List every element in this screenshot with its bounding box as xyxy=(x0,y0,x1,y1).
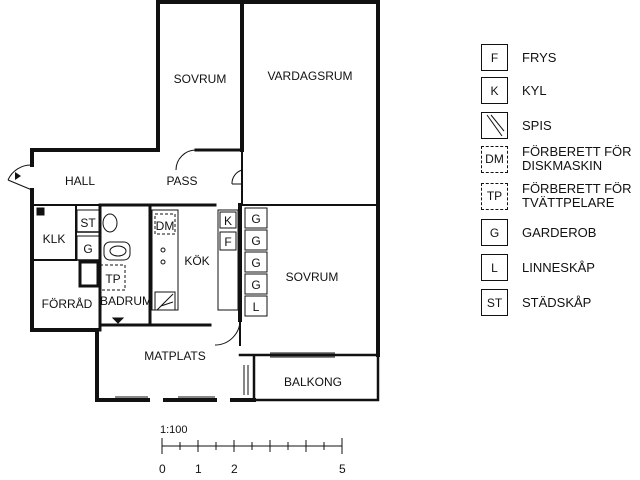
legend-code-g: G xyxy=(481,219,508,246)
fixtures xyxy=(36,207,268,324)
fixture-g-3: G xyxy=(251,256,260,270)
fixture-g-2: G xyxy=(251,234,260,248)
room-vardagsrum: VARDAGSRUM xyxy=(267,69,352,83)
legend-item-frys: F FRYS xyxy=(481,44,556,71)
legend-item-linneskap: L LINNESKÅP xyxy=(481,254,595,281)
room-sovrum-upper: SOVRUM xyxy=(174,72,227,86)
legend-text-garderob: GARDEROB xyxy=(522,224,597,240)
fixture-g-bath: G xyxy=(83,242,92,256)
legend-item-spis: SPIS xyxy=(481,112,552,139)
room-hall: HALL xyxy=(65,174,95,188)
legend-item-tvattpelare: TP FÖRBERETT FÖR TVÄTTPELARE xyxy=(481,182,640,210)
room-klk: KLK xyxy=(43,232,66,246)
scale-label-1: 1 xyxy=(195,462,202,476)
scale-title: 1:100 xyxy=(160,424,188,436)
room-pass: PASS xyxy=(166,174,197,188)
fixture-k: K xyxy=(224,214,232,228)
scale-label-5: 5 xyxy=(339,462,346,476)
fixture-g-4: G xyxy=(251,278,260,292)
legend-text-stadskap: STÄDSKÅP xyxy=(522,294,592,310)
room-matplats: MATPLATS xyxy=(144,349,206,363)
room-badrum: BADRUM xyxy=(100,294,152,308)
legend-item-stadskap: ST STÄDSKÅP xyxy=(481,289,591,316)
legend-text-linneskap: LINNESKÅP xyxy=(522,259,595,275)
fixture-l: L xyxy=(253,300,260,314)
room-kok: KÖK xyxy=(184,254,209,268)
legend-text-frys: FRYS xyxy=(522,49,557,65)
legend-text-spis: SPIS xyxy=(522,117,552,133)
walls xyxy=(30,0,380,402)
entry-arrow-icon xyxy=(15,172,21,180)
room-sovrum-lower: SOVRUM xyxy=(286,270,339,284)
room-forrad: FÖRRÅD xyxy=(42,296,93,311)
windows xyxy=(115,352,335,402)
doors xyxy=(7,149,243,346)
legend-text-tvattpelare: FÖRBERETT FÖR TVÄTTPELARE xyxy=(522,181,632,210)
legend-item-kyl: K KYL xyxy=(481,77,547,104)
legend-item-garderob: G GARDEROB xyxy=(481,219,596,246)
legend-code-tp: TP xyxy=(481,182,508,210)
legend-text-diskmaskin: FÖRBERETT FÖR DISKMASKIN xyxy=(522,144,632,173)
room-balkong: BALKONG xyxy=(284,375,342,389)
fixture-dm: DM xyxy=(156,219,175,233)
fixture-f: F xyxy=(224,235,231,249)
scale-label-2: 2 xyxy=(231,462,238,476)
legend-item-diskmaskin: DM FÖRBERETT FÖR DISKMASKIN xyxy=(481,145,640,173)
scale-bar xyxy=(161,438,343,454)
legend-code-f: F xyxy=(481,44,508,71)
fixture-tp: TP xyxy=(105,272,120,286)
legend-text-kyl: KYL xyxy=(522,82,547,98)
legend-code-l: L xyxy=(481,254,508,281)
scale-label-0: 0 xyxy=(159,462,166,476)
stove-icon xyxy=(481,112,508,139)
fixture-g-1: G xyxy=(251,212,260,226)
legend-code-dm: DM xyxy=(481,145,508,173)
fixture-st: ST xyxy=(80,216,96,230)
legend-code-st: ST xyxy=(481,289,508,316)
legend-code-k: K xyxy=(481,77,508,104)
